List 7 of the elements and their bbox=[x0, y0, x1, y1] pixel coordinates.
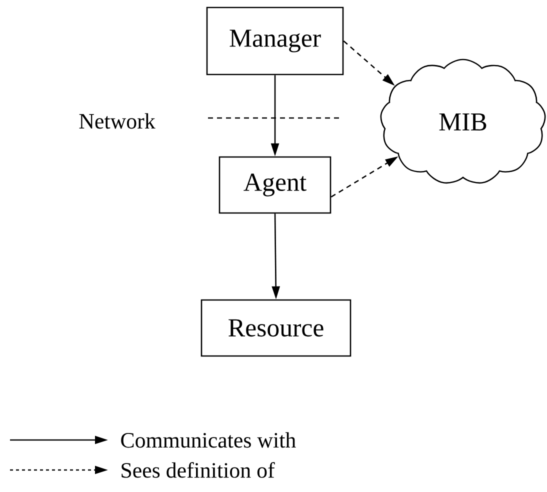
manager-box: Manager bbox=[206, 6, 344, 76]
legend-label: Communicates with bbox=[121, 432, 296, 448]
legend-label: Sees definition of bbox=[122, 462, 275, 478]
resource-box: Resource bbox=[200, 299, 352, 357]
agent-box: Agent bbox=[218, 156, 332, 214]
network-label: Network bbox=[79, 113, 156, 129]
mib-cloud: MIB bbox=[380, 58, 546, 184]
